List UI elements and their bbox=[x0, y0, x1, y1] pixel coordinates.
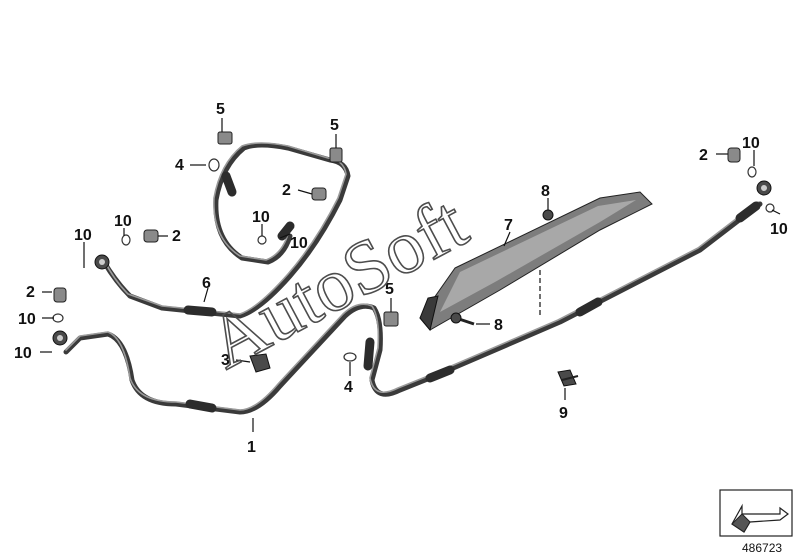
holder bbox=[249, 353, 271, 373]
washer bbox=[257, 235, 267, 245]
washer bbox=[121, 234, 131, 246]
callout-8: 8 bbox=[494, 317, 503, 334]
callout-6: 6 bbox=[202, 275, 211, 292]
clip bbox=[217, 131, 233, 145]
watermark-text: AutoSoft bbox=[195, 180, 481, 385]
callout-5: 5 bbox=[216, 101, 225, 118]
washer bbox=[747, 166, 757, 178]
clip bbox=[329, 147, 343, 163]
screw bbox=[542, 209, 554, 221]
reference-number: 486723 bbox=[742, 541, 782, 555]
callout-10: 10 bbox=[74, 227, 92, 244]
callout-2: 2 bbox=[282, 182, 291, 199]
washer bbox=[343, 352, 357, 362]
banjo-fitting bbox=[52, 330, 68, 346]
banjo-fitting bbox=[756, 180, 772, 196]
cover-panel bbox=[419, 191, 653, 332]
callout-5: 5 bbox=[385, 281, 394, 298]
arrow-down-left-icon bbox=[719, 489, 793, 537]
callout-7: 7 bbox=[504, 217, 513, 234]
banjo-fitting bbox=[94, 254, 110, 270]
fitting-parts bbox=[52, 131, 775, 387]
clip bbox=[383, 311, 399, 327]
bolt bbox=[311, 187, 327, 201]
callout-3: 3 bbox=[221, 352, 230, 369]
callout-10: 10 bbox=[770, 221, 788, 238]
callout-4: 4 bbox=[175, 157, 184, 174]
callout-2: 2 bbox=[26, 284, 35, 301]
bolt bbox=[727, 147, 741, 163]
callout-10: 10 bbox=[18, 311, 36, 328]
callout-10: 10 bbox=[252, 209, 270, 226]
callout-10: 10 bbox=[114, 213, 132, 230]
callout-10: 10 bbox=[290, 235, 308, 252]
callout-10: 10 bbox=[14, 345, 32, 362]
bracket bbox=[557, 369, 579, 387]
washer bbox=[52, 313, 64, 323]
callout-10: 10 bbox=[742, 135, 760, 152]
screw bbox=[450, 312, 475, 326]
washer bbox=[208, 158, 220, 172]
brake-line-1 bbox=[63, 201, 763, 415]
bolt bbox=[143, 229, 159, 243]
leader-lines bbox=[40, 118, 781, 432]
callout-8: 8 bbox=[541, 183, 550, 200]
callout-1: 1 bbox=[247, 439, 256, 456]
callout-4: 4 bbox=[344, 379, 353, 396]
bolt bbox=[53, 287, 67, 303]
callout-2: 2 bbox=[172, 228, 181, 245]
callout-2: 2 bbox=[699, 147, 708, 164]
callout-9: 9 bbox=[559, 405, 568, 422]
callout-labels: 1 2 2 2 2 3 4 4 5 5 5 6 7 8 8 9 10 10 10… bbox=[14, 101, 788, 456]
callout-5: 5 bbox=[330, 117, 339, 134]
